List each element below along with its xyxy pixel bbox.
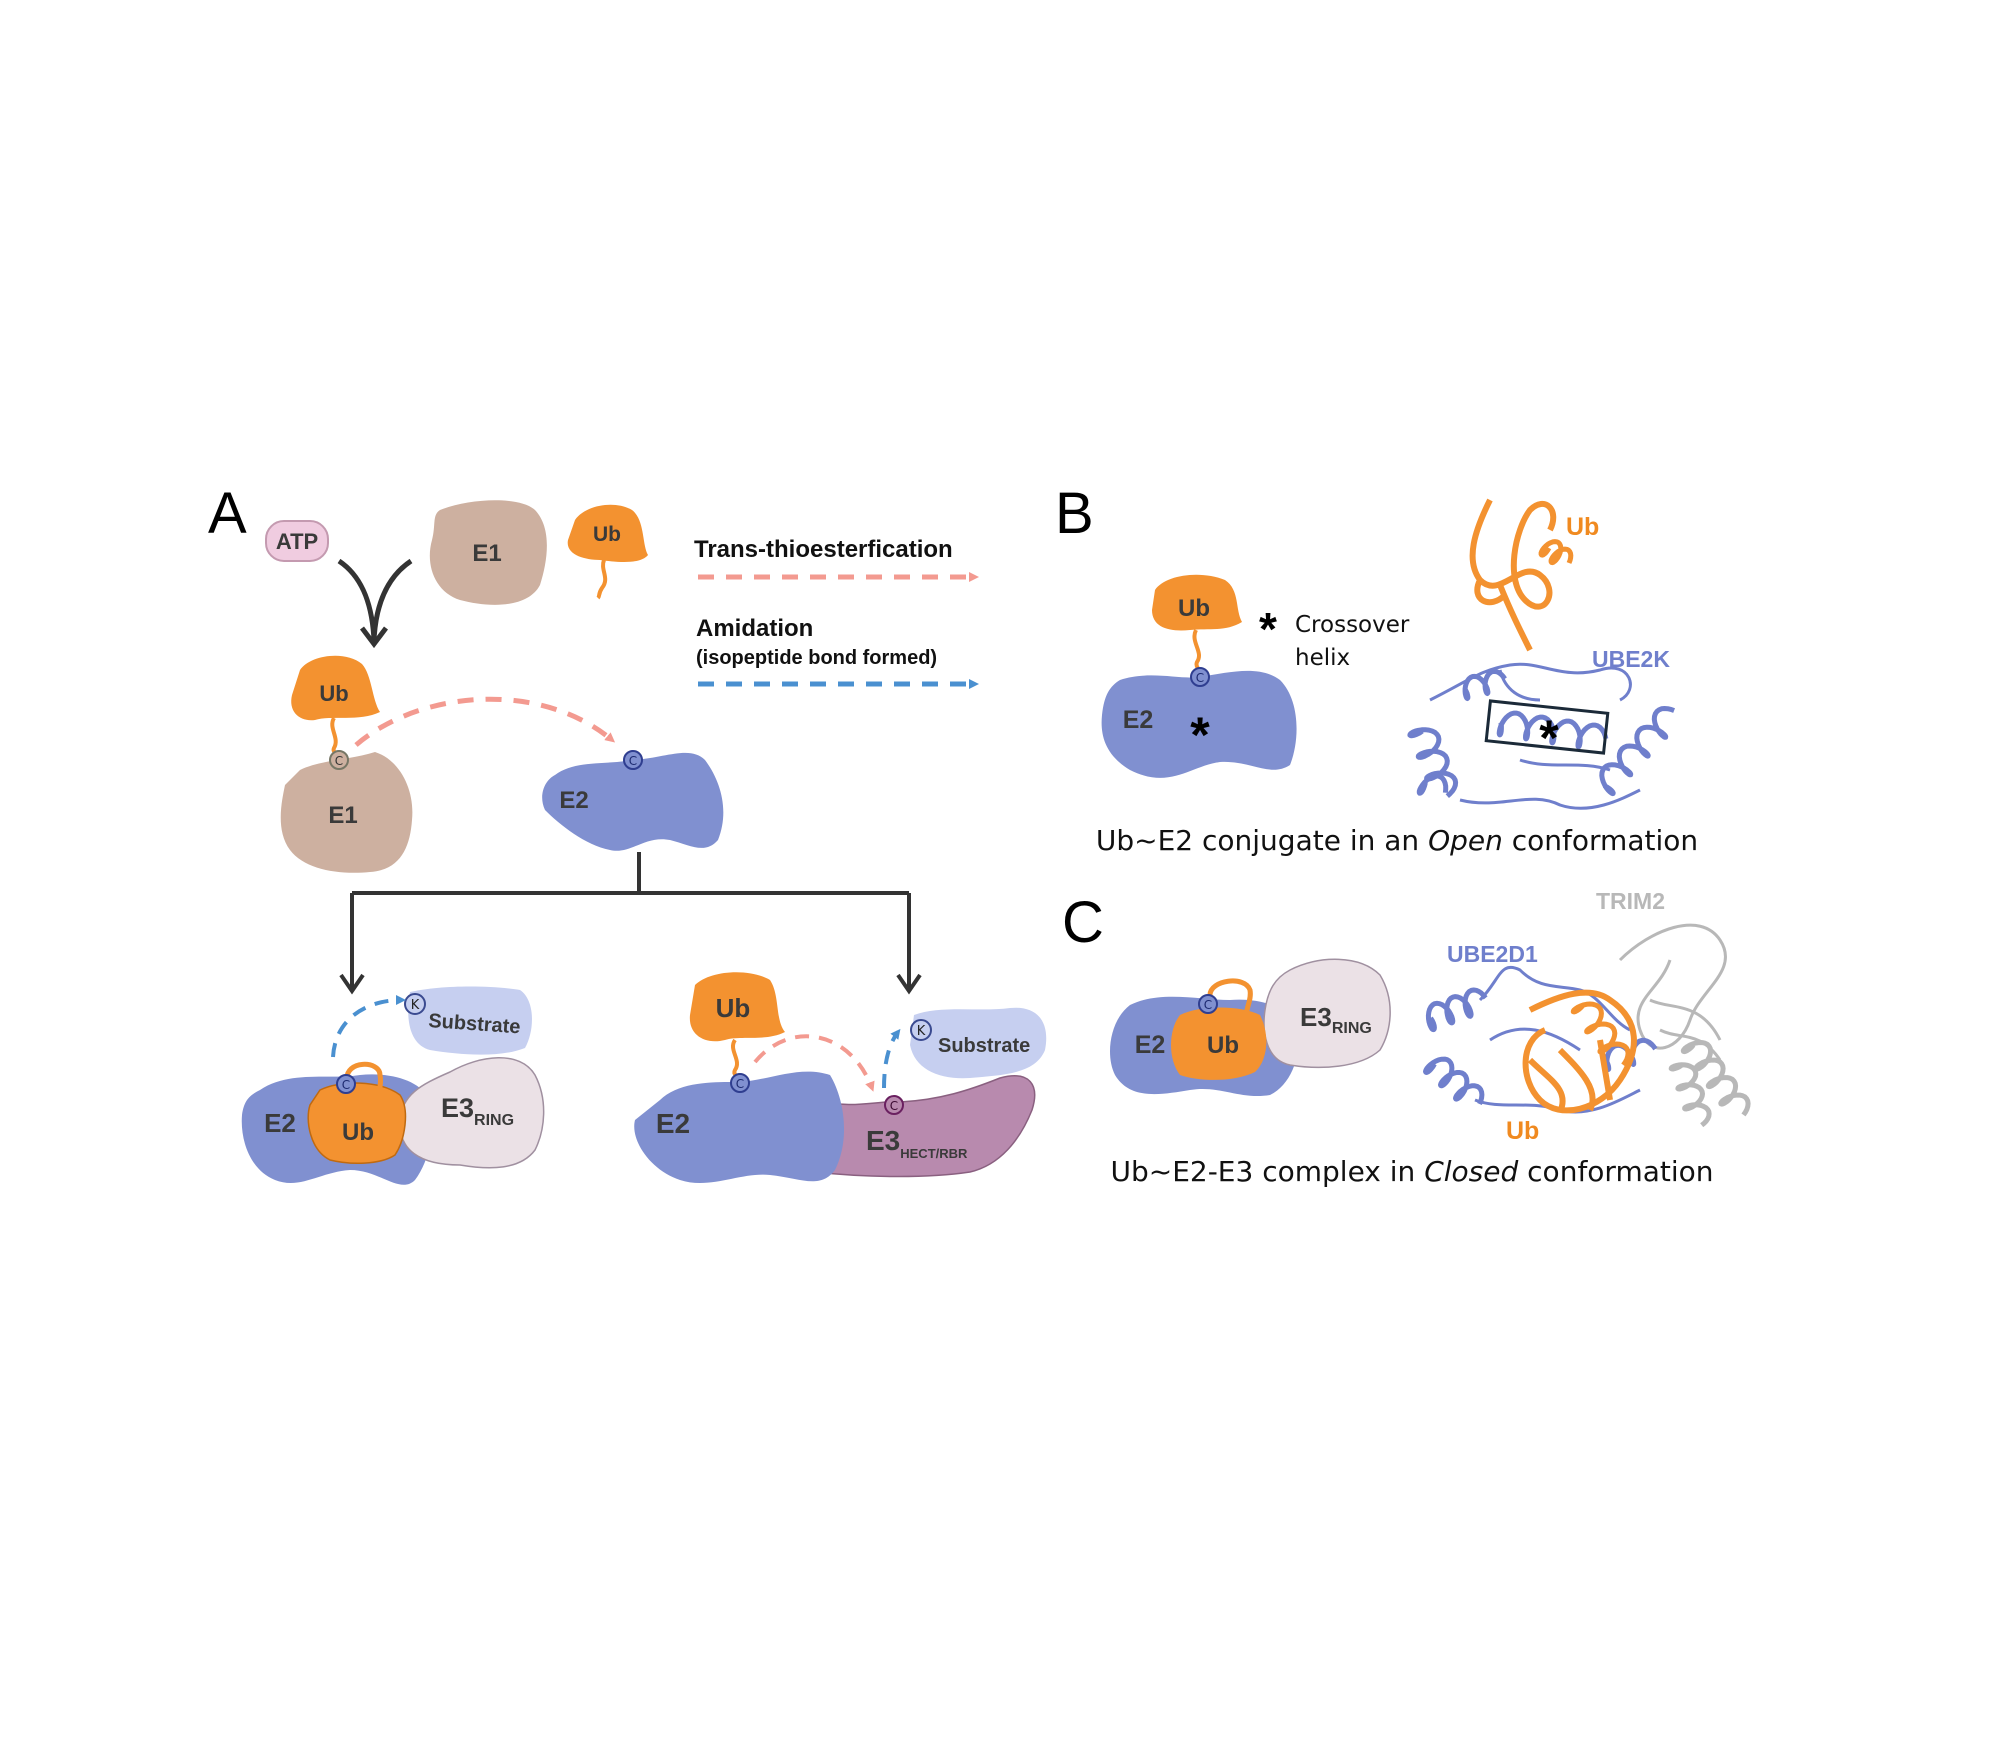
ub-helix <box>1538 539 1574 566</box>
c-e3-shape <box>1263 958 1391 1069</box>
c-e2-cysteine <box>1198 994 1218 1014</box>
c-ub-shape <box>1171 1007 1267 1080</box>
panel-b-caption: Ub~E2 conjugate in an Open conformation <box>1096 824 1698 857</box>
c-e2-label: E2 <box>1135 1031 1166 1059</box>
trim2-loops <box>1618 923 1727 1061</box>
crossover-label-2: helix <box>1295 645 1350 671</box>
ring-e2-cysteine-label: C <box>342 1078 350 1092</box>
hect-e2-cysteine <box>730 1073 750 1093</box>
e3-cysteine-label: C <box>890 1099 898 1113</box>
panel-b: B C Ub E2 * * Crossover helix Ub UBE2K *… <box>1055 481 1698 857</box>
ring-ub-label: Ub <box>342 1119 374 1146</box>
b-ub-label: Ub <box>1178 595 1210 622</box>
legend-trans-label: Trans-thioesterfication <box>694 536 953 563</box>
hect-e3-label: E3HECT/RBR <box>866 1125 968 1161</box>
atp-molecule: ATP <box>265 520 329 562</box>
trans-thioester-arrow-e1-e2 <box>354 696 616 747</box>
ub-e1-label: Ub <box>319 681 348 706</box>
e1-bound-label: E1 <box>328 802 357 829</box>
activation-merge-arrow <box>337 558 413 649</box>
hect-trans-thioester-arrow <box>753 1034 875 1092</box>
b-e2-label: E2 <box>1123 706 1154 734</box>
ube2d1-structure-ribbon <box>1423 965 1658 1114</box>
hect-amidation-arrow <box>882 1028 901 1089</box>
trim2-helix-2 <box>1668 1062 1712 1128</box>
b-cysteine-label: C <box>1196 671 1204 685</box>
ub-free: Ub <box>567 504 648 600</box>
hect-e2-cysteine-label: C <box>736 1077 744 1091</box>
panel-b-letter: B <box>1055 481 1094 546</box>
legend: Trans-thioesterfication Amidation (isope… <box>694 536 979 689</box>
c-e3-label: E3RING <box>1300 1002 1372 1037</box>
b-e2-cysteine <box>1190 667 1210 687</box>
hect-branch: K Substrate C C Ub E2 E3HECT/RBR <box>634 972 1047 1184</box>
ring-e3-label: E3RING <box>441 1093 514 1129</box>
substrate-lysine-label: K <box>411 998 420 1013</box>
legend-amid-label: Amidation <box>696 615 813 642</box>
hect-e2-label: E2 <box>656 1108 690 1139</box>
panel-a-letter: A <box>208 481 247 546</box>
hect-substrate-lysine <box>910 1019 932 1041</box>
b-e2-shape <box>1101 670 1297 778</box>
b-ub-shape <box>1152 574 1242 631</box>
c-ub-label: Ub <box>1207 1032 1239 1059</box>
panel-a: A ATP E1 Ub Trans-thioesterfication Amid… <box>208 481 1047 1185</box>
ring-amidation-arrow <box>331 995 406 1058</box>
ub-strand <box>1469 498 1557 652</box>
ube2k-label: UBE2K <box>1592 646 1670 672</box>
trim2-structure-ribbon <box>1618 923 1751 1128</box>
c-ub-helix <box>1570 1001 1631 1067</box>
ube2k-helix-1 <box>1407 727 1459 798</box>
ub-free-label: Ub <box>593 523 621 546</box>
panel-c-letter: C <box>1062 890 1104 955</box>
e3-cysteine <box>884 1095 904 1115</box>
ub-e1-thioester: Ub E1 C <box>280 655 413 873</box>
e2-cysteine-label: C <box>629 754 637 768</box>
crossover-label-1: Crossover <box>1295 612 1410 638</box>
atp-label: ATP <box>276 529 318 554</box>
hect-substrate-label: Substrate <box>938 1035 1030 1057</box>
hect-substrate-lysine-label: K <box>917 1024 926 1039</box>
e1-free-label: E1 <box>472 540 501 567</box>
crossover-star: * <box>1259 603 1277 655</box>
ube2d1-helix-1 <box>1425 987 1488 1033</box>
ube2k-crossover-helix <box>1496 710 1609 750</box>
c-cysteine-label: C <box>1204 998 1212 1012</box>
e1-free: E1 <box>429 500 547 605</box>
e2-cysteine <box>623 750 643 770</box>
legend-amid-sublabel: (isopeptide bond formed) <box>696 647 937 669</box>
b-ub-struct-label: Ub <box>1566 513 1599 541</box>
ring-branch: K Substrate C E2 Ub E3RING <box>241 986 545 1185</box>
crossover-helix-box <box>1484 699 1610 755</box>
ube2k-crossover-star: * <box>1539 710 1559 766</box>
ube2k-structure-ribbon <box>1407 662 1676 810</box>
hect-ub-label: Ub <box>716 993 751 1023</box>
panel-c-caption: Ub~E2-E3 complex in Closed conformation <box>1110 1155 1713 1188</box>
e2-free-label: E2 <box>559 787 588 814</box>
ube2k-loops <box>1429 662 1641 810</box>
ring-e2-label: E2 <box>264 1108 296 1138</box>
e1-cysteine-label: C <box>335 754 343 768</box>
ube2d1-helix-2 <box>1423 1056 1485 1105</box>
ube2k-helix-5 <box>1416 773 1449 796</box>
b-e2-star: * <box>1190 707 1210 763</box>
e1-cysteine <box>329 750 349 770</box>
ub-structure-ribbon <box>1469 498 1574 652</box>
c-ub-strands <box>1522 989 1637 1114</box>
branch-arrows <box>339 852 922 995</box>
ube2k-helix-4 <box>1462 668 1507 701</box>
ube2k-helix-3 <box>1599 706 1676 797</box>
ube2d1-label: UBE2D1 <box>1447 941 1538 967</box>
trim2-label: TRIM2 <box>1596 888 1665 914</box>
c-ub-struct-label: Ub <box>1506 1117 1539 1145</box>
c-ub-structure-ribbon <box>1522 989 1637 1114</box>
ring-e2-cysteine <box>336 1074 356 1094</box>
e2-free: C E2 <box>542 750 724 851</box>
panel-c: C C E2 Ub E3RING UBE2D1 TRIM2 Ub Ub~E2-E… <box>1062 888 1751 1188</box>
